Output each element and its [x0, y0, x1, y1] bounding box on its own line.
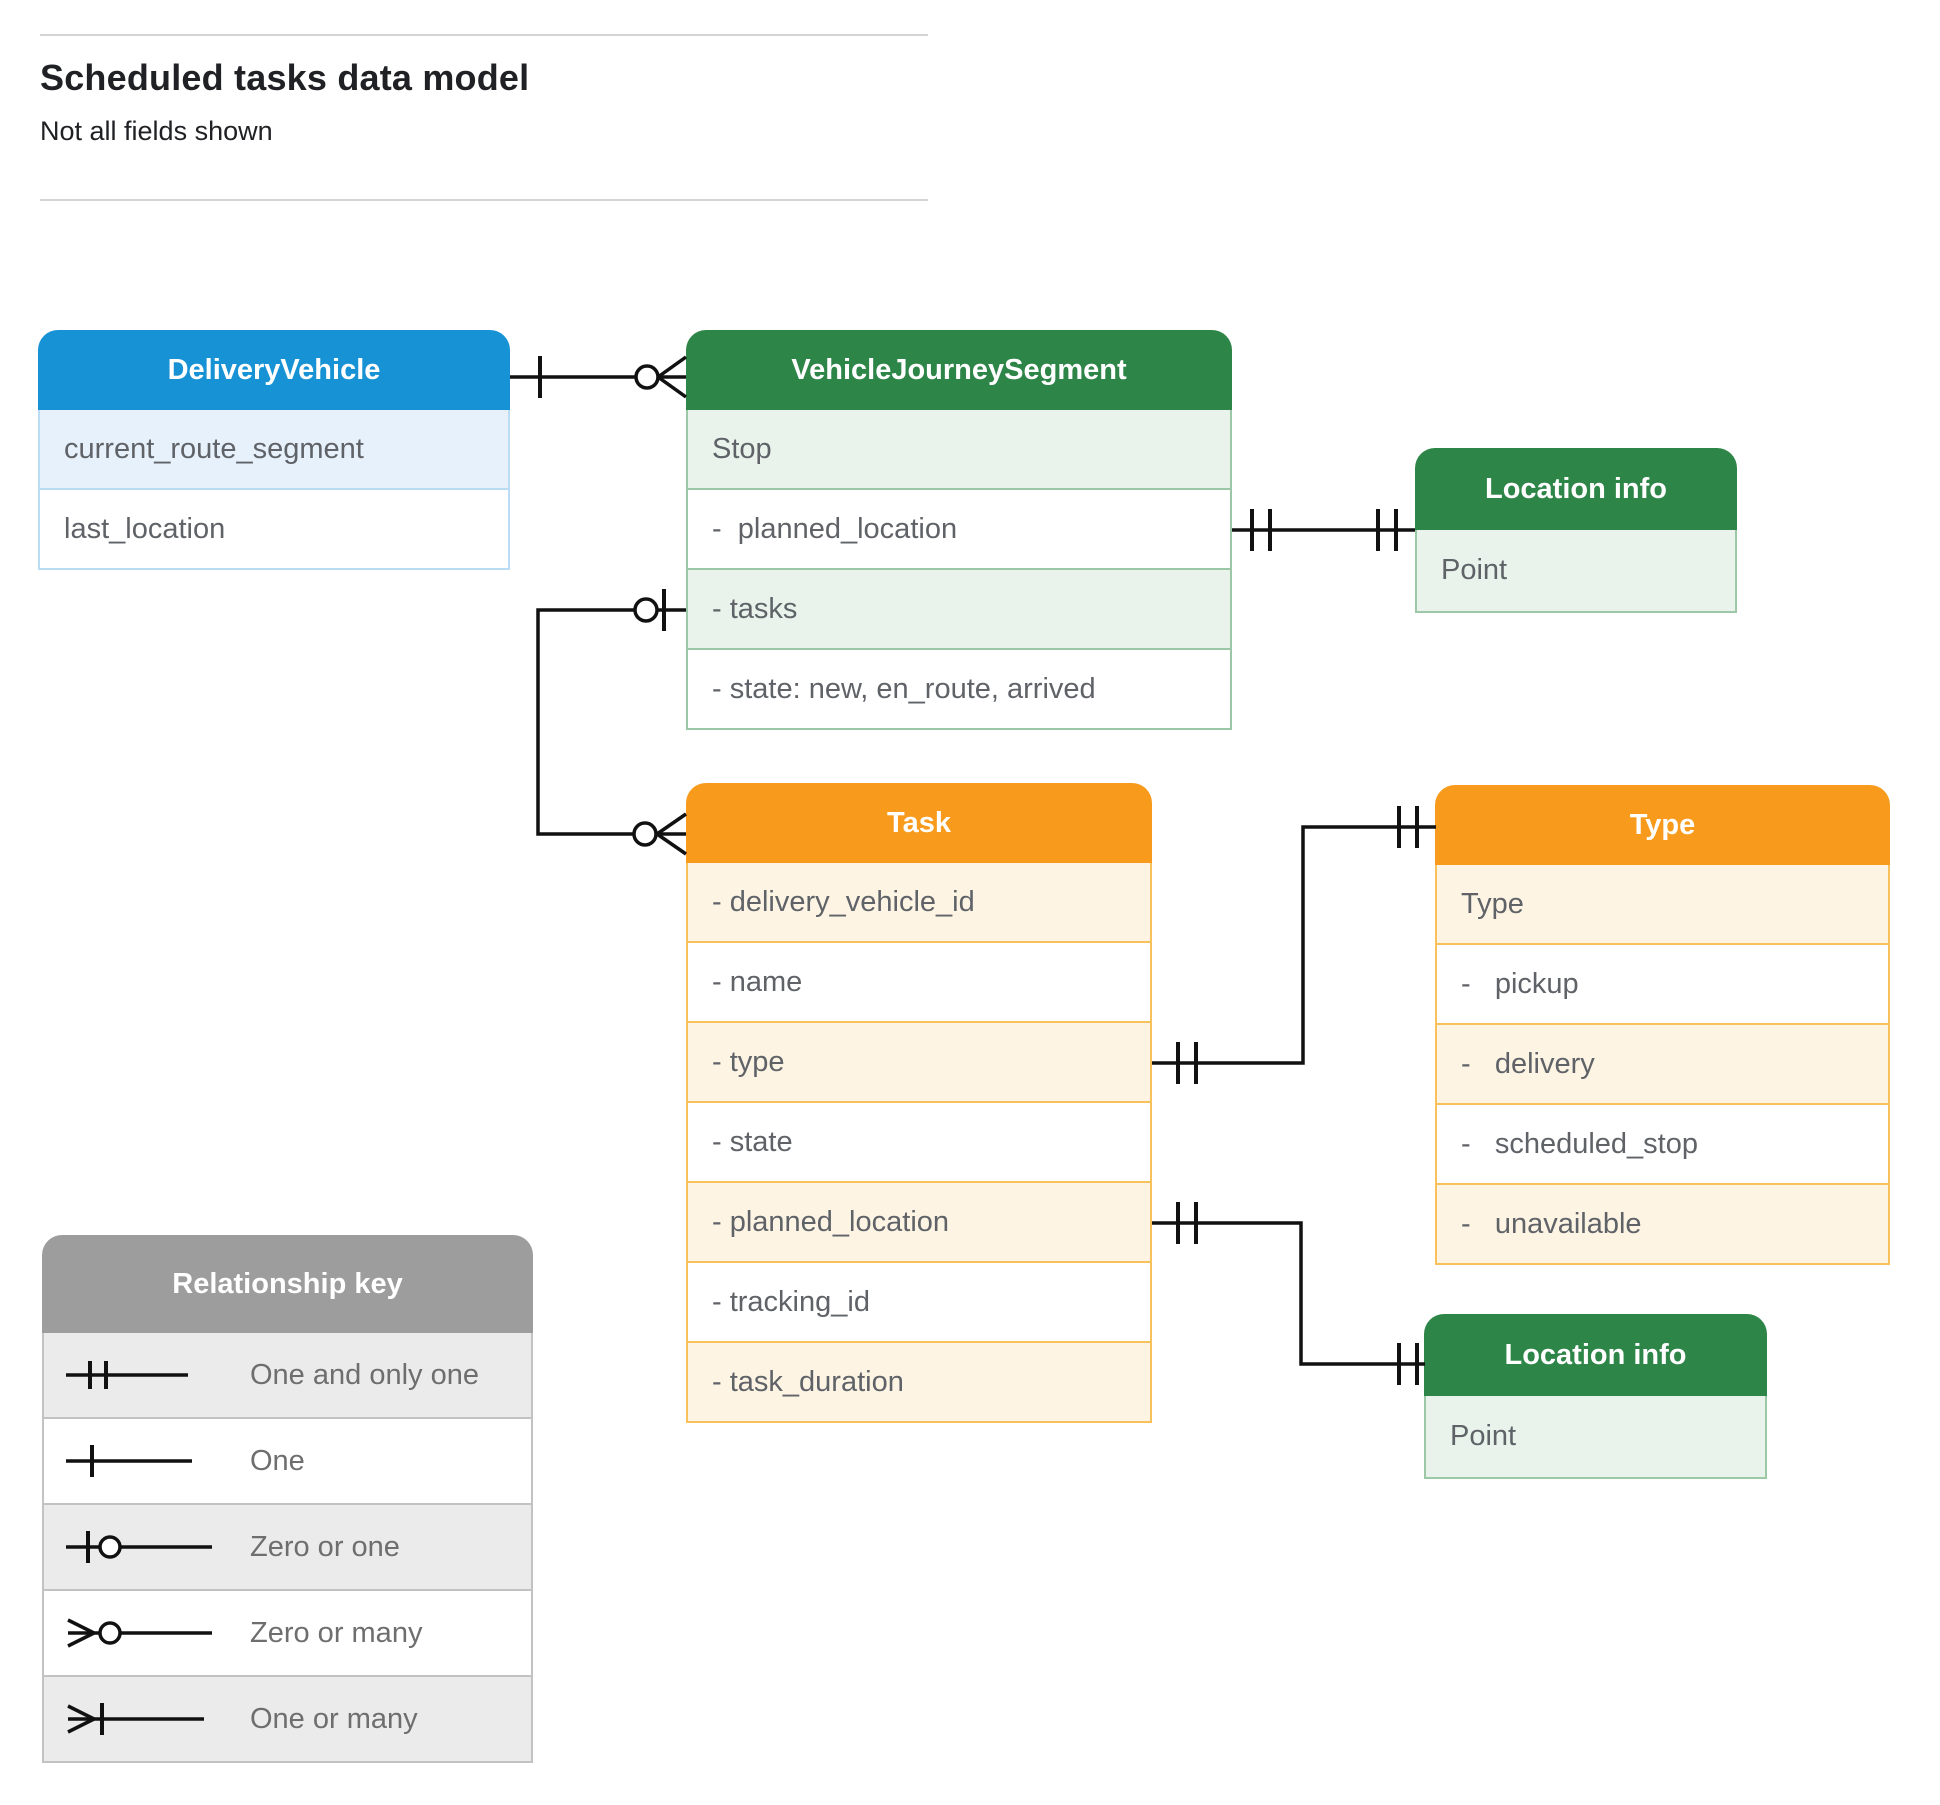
field-row: - task_duration [688, 1341, 1150, 1421]
key-row: Zero or many [44, 1589, 531, 1675]
one-or-many-glyph [67, 1703, 204, 1735]
entity-delivery-vehicle: DeliveryVehicle current_route_segment la… [38, 330, 510, 570]
entity-location-info-top: Location info Point [1415, 448, 1737, 613]
relationship-key-header: Relationship key [42, 1235, 533, 1333]
one-glyph [66, 1445, 192, 1477]
field-row: - scheduled_stop [1437, 1103, 1888, 1183]
field-row: - name [688, 941, 1150, 1021]
entity-location-info-bottom: Location info Point [1424, 1314, 1767, 1479]
field-row: - planned_location [688, 1181, 1150, 1261]
field-row: - planned_location [688, 488, 1230, 568]
field-row: - state [688, 1101, 1150, 1181]
entity-title: VehicleJourneySegment [791, 353, 1127, 386]
entity-title: Task [887, 806, 951, 839]
entity-vehicle-journey-segment: VehicleJourneySegment Stop - planned_loc… [686, 330, 1232, 730]
field-row: - delivery [1437, 1023, 1888, 1103]
connector-task-type [1152, 806, 1436, 1084]
entity-type: Type Type - pickup - delivery - schedule… [1435, 785, 1890, 1265]
entity-title: Location info [1484, 472, 1668, 505]
one-and-only-one-glyph [66, 1361, 188, 1389]
key-row: One or many [44, 1675, 531, 1761]
entity-location-info-bottom-header: Location info [1424, 1314, 1767, 1396]
key-label: Zero or one [250, 1530, 400, 1563]
field-row: Stop [688, 410, 1230, 488]
key-label: One or many [250, 1702, 418, 1735]
entity-title: Type [1629, 808, 1696, 841]
field-row: last_location [40, 488, 508, 568]
connector-vjs-locationinfo-top [1232, 509, 1415, 551]
field-row: Type [1437, 865, 1888, 943]
key-row: One [44, 1417, 531, 1503]
entity-delivery-vehicle-header: DeliveryVehicle [38, 330, 510, 410]
connector-task-locationinfo-bottom [1152, 1202, 1425, 1385]
entity-vehicle-journey-segment-header: VehicleJourneySegment [686, 330, 1232, 410]
field-row: - tracking_id [688, 1261, 1150, 1341]
top-divider [40, 34, 928, 36]
page-title: Scheduled tasks data model [40, 57, 530, 98]
key-label: One and only one [250, 1358, 479, 1391]
field-row: - pickup [1437, 943, 1888, 1023]
title-divider [40, 199, 928, 201]
entity-type-header: Type [1435, 785, 1890, 865]
connector-deliveryvehicle-vehiclejourneysegment [510, 355, 688, 399]
field-row: - unavailable [1437, 1183, 1888, 1263]
entity-task: Task - delivery_vehicle_id - name - type… [686, 783, 1152, 1423]
entity-title: DeliveryVehicle [167, 353, 381, 386]
field-row: - state: new, en_route, arrived [688, 648, 1230, 728]
connector-vjs-tasks-task [536, 589, 687, 856]
relationship-key-title: Relationship key [172, 1267, 403, 1300]
field-row: Point [1417, 530, 1735, 611]
entity-location-info-top-header: Location info [1415, 448, 1737, 530]
field-row: Point [1426, 1396, 1765, 1477]
key-row: Zero or one [44, 1503, 531, 1589]
field-row: - delivery_vehicle_id [688, 863, 1150, 941]
key-label: Zero or many [250, 1616, 423, 1649]
key-row: One and only one [44, 1333, 531, 1417]
field-row: - type [688, 1021, 1150, 1101]
zero-or-one-glyph [66, 1531, 212, 1563]
key-label: One [250, 1444, 305, 1477]
field-row: - tasks [688, 568, 1230, 648]
relationship-key: Relationship key One and only one One [42, 1235, 533, 1763]
field-row: current_route_segment [40, 410, 508, 488]
page-subtitle: Not all fields shown [40, 116, 273, 146]
zero-or-many-glyph [67, 1618, 212, 1648]
entity-title: Location info [1504, 1338, 1687, 1371]
entity-task-header: Task [686, 783, 1152, 863]
